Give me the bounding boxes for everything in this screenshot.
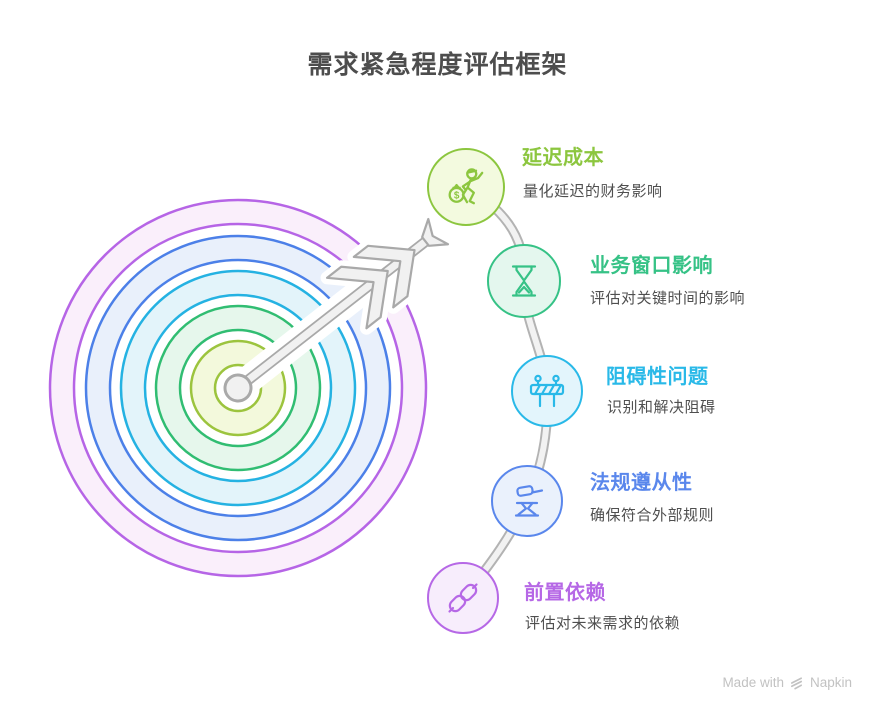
item-desc-dependency: 评估对未来需求的依赖 [525, 615, 681, 632]
dependency-node [427, 562, 499, 634]
item-heading-dependency: 前置依赖 [524, 582, 606, 604]
item-heading-delay-cost: 延迟成本 [522, 147, 604, 169]
dollar-sign: $ [454, 191, 460, 202]
blocking-issue-node [511, 355, 583, 427]
napkin-logo-icon [790, 677, 802, 690]
arrow-impact-circle [223, 373, 253, 403]
business-window-node [487, 244, 561, 318]
item-desc-compliance: 确保符合外部规则 [590, 507, 715, 524]
chain-icon [448, 583, 478, 613]
item-desc-business-window: 评估对关键时间的影响 [590, 290, 746, 307]
watermark: Made with Napkin [722, 675, 852, 690]
item-heading-business-window: 业务窗口影响 [590, 255, 713, 277]
money-runner-icon: $ [448, 168, 484, 205]
compliance-node [491, 465, 563, 537]
item-desc-delay-cost: 量化延迟的财务影响 [523, 183, 663, 200]
watermark-made-with: Made with [722, 675, 784, 690]
target-rings [48, 198, 428, 578]
page-title: 需求紧急程度评估框架 [307, 51, 568, 79]
arrow [223, 212, 455, 403]
item-heading-blocking-issue: 阻碍性问题 [606, 366, 709, 388]
item-desc-blocking-issue: 识别和解决阻碍 [607, 399, 716, 416]
watermark-brand: Napkin [809, 675, 852, 690]
item-heading-compliance: 法规遵从性 [590, 472, 693, 494]
arrow-fletching [325, 217, 450, 330]
gavel-icon [514, 485, 544, 517]
barrier-icon [529, 374, 565, 408]
hourglass-icon [511, 265, 537, 297]
delay-cost-node: $ [427, 148, 505, 226]
